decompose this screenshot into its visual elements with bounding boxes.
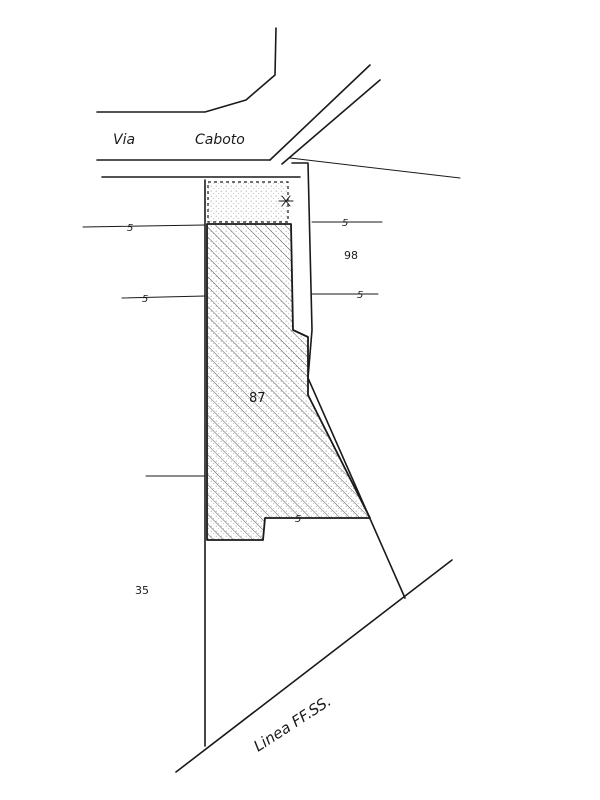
parcel-boundaries [175,162,453,773]
courtyard-area [207,181,289,223]
building-hatch-outline [206,223,371,541]
section-mark-1: 5 [127,223,133,234]
section-mark-5: 5 [295,514,301,525]
street-label-caboto: Caboto [195,132,245,148]
street-north-edge [96,27,277,113]
parcel-number-87: 87 [249,391,266,406]
parcel-number-35: 35 [135,584,149,597]
parcel-98-west-boundary [291,162,406,599]
boundary-cross-marker [278,195,294,207]
railway-line [175,559,453,773]
parcel-number-98: 98 [344,249,358,262]
street-label-via: Via [113,132,135,148]
section-mark-2: 5 [342,218,348,229]
section-mark-4: 5 [357,290,363,301]
section-lines [82,221,383,477]
street-via-caboto [96,27,461,179]
street-diagonal-edge-1 [269,64,371,161]
section-line-west-top [82,224,206,228]
section-mark-3: 5 [142,294,148,305]
railway-label: Linea FF.SS. [250,692,334,755]
building-parcel-87 [206,223,371,541]
east-boundary-top [289,157,461,179]
section-line-west-mid [121,295,206,299]
street-diagonal-edge-2 [281,79,381,165]
